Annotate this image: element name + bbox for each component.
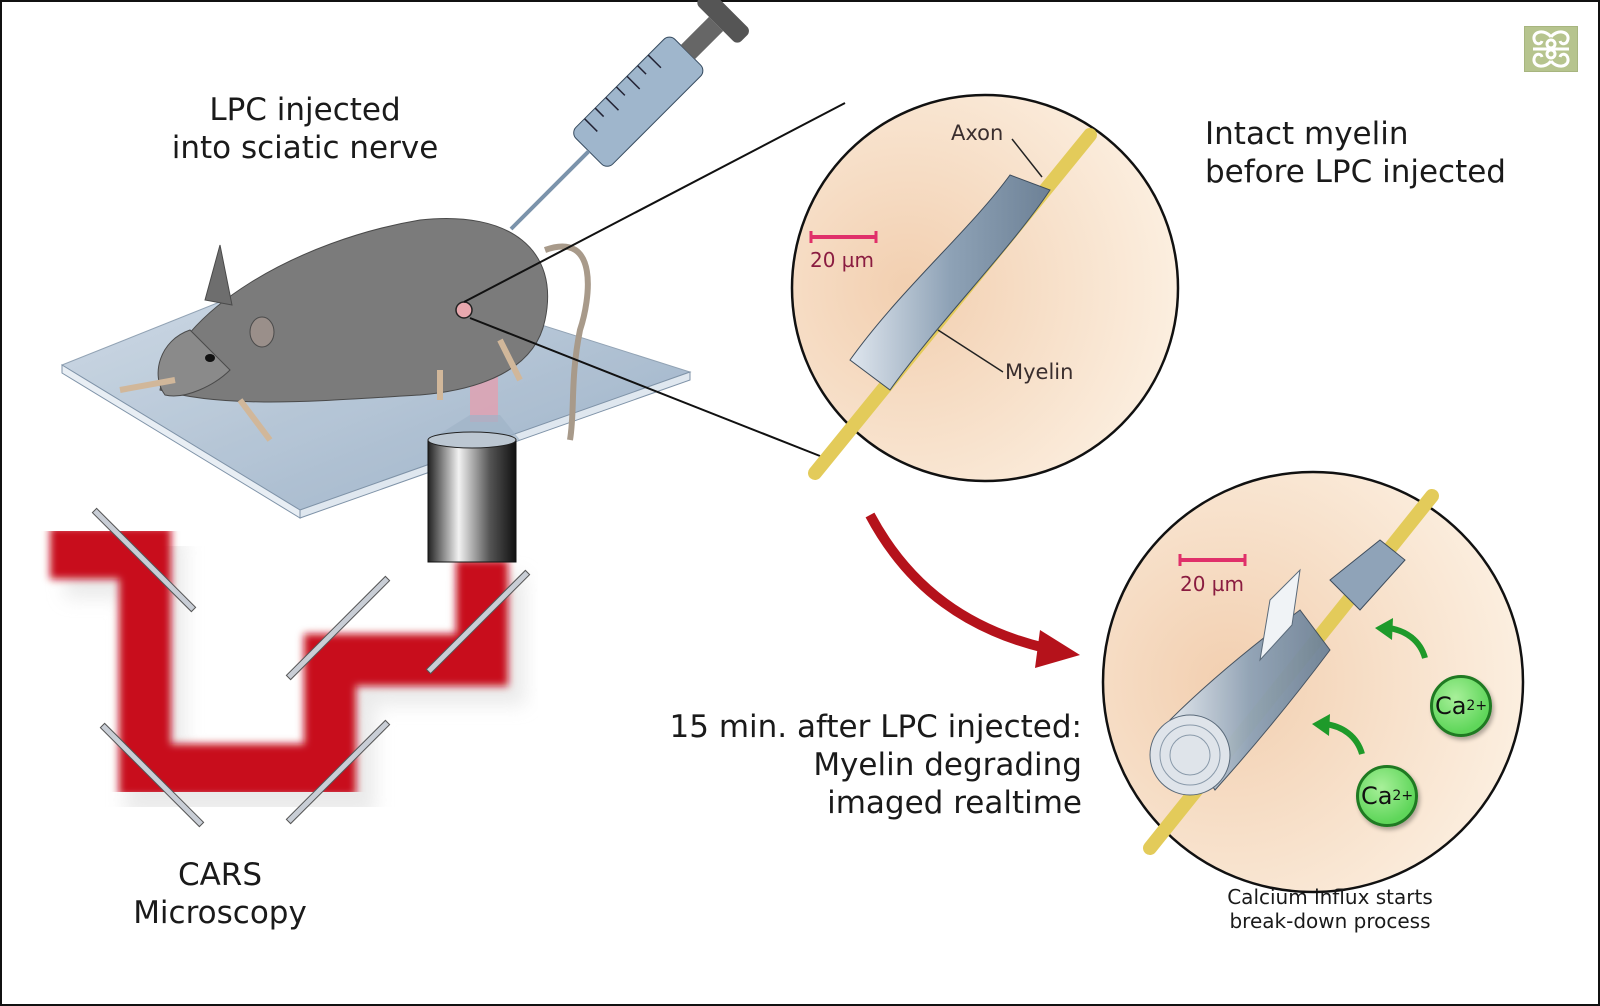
degrading-myelin-circle: [1101, 470, 1525, 894]
myelin-rolled-end: [1149, 714, 1231, 796]
mouse-illustration: [119, 218, 591, 442]
mirror: [425, 569, 531, 675]
zoom-callout-lines: [463, 102, 846, 457]
mirrors: [91, 507, 531, 828]
mirror: [285, 575, 391, 681]
ion-charge: 2+: [1392, 788, 1414, 804]
ion-symbol: Ca: [1360, 782, 1393, 810]
transition-arrow: [865, 512, 1080, 668]
mirror: [99, 722, 205, 828]
lpc-injected-label: LPC injected into sciatic nerve: [171, 92, 439, 166]
ion-charge: 2+: [1466, 698, 1488, 714]
ion-symbol: Ca: [1434, 692, 1467, 720]
myelin-fragment: [1329, 539, 1406, 611]
axon-label: Axon: [951, 121, 1004, 145]
myelin-sheath: [849, 174, 1051, 391]
mirror: [285, 719, 391, 825]
injection-site: [455, 301, 473, 319]
scale-label-bottom: 20 µm: [1180, 572, 1245, 596]
mirror: [91, 507, 197, 613]
intact-myelin-label: Intact myelin before LPC injected: [1205, 116, 1506, 190]
intact-myelin-circle: [790, 93, 1180, 483]
calcium-influx-caption: Calcium influx starts break-down process: [1227, 885, 1433, 934]
cars-microscopy-label: CARS Microscopy: [133, 857, 307, 931]
syringe-icon: [509, 0, 749, 231]
myelin-label: Myelin: [1005, 360, 1074, 384]
scale-label-top: 20 µm: [810, 248, 875, 272]
degrading-myelin-label: 15 min. after LPC injected: Myelin degra…: [669, 709, 1082, 821]
ornament-logo-icon: [1524, 26, 1578, 72]
